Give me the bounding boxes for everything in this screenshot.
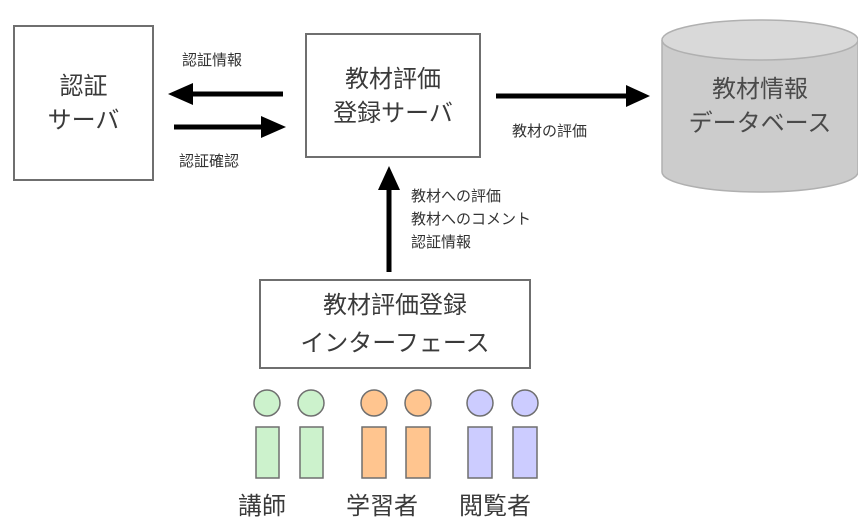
arrow-to-database — [496, 85, 650, 107]
database-top — [661, 19, 858, 61]
arrow-auth-info — [168, 83, 283, 105]
learner-head — [404, 389, 432, 417]
role-label-viewer: 閲覧者 — [459, 492, 531, 520]
arrow-auth-confirm — [174, 116, 286, 138]
eval-server-label-line1: 教材評価 — [345, 64, 441, 93]
auth-server-label-line2: サーバ — [47, 106, 120, 134]
viewer-head — [511, 389, 539, 417]
database-label: 教材情報 データベース — [668, 72, 852, 140]
auth-server-box: 認証 サーバ — [13, 25, 154, 181]
database-label-line2: データベース — [688, 109, 832, 137]
learner-head — [360, 389, 388, 417]
learner-body — [361, 426, 387, 479]
auth-info-label: 認証情報 — [182, 51, 243, 69]
upload-item-eval: 教材への評価 — [411, 187, 502, 205]
database-body — [661, 40, 858, 193]
database-cylinder — [661, 19, 858, 193]
lecturer-figures — [253, 389, 325, 479]
lecturer-head — [253, 389, 281, 417]
eval-server-label-line2: 登録サーバ — [333, 98, 453, 127]
role-label-learner: 学習者 — [346, 492, 418, 520]
upload-items-label: 教材への評価 教材へのコメント 認証情報 — [411, 185, 531, 254]
viewer-head — [466, 389, 494, 417]
material-eval-label: 教材の評価 — [512, 122, 588, 140]
arrow-upload — [378, 166, 400, 272]
lecturer-body — [299, 426, 324, 479]
learner-body — [405, 426, 431, 479]
eval-interface-label-line2: インターフェース — [300, 329, 490, 357]
viewer-body — [512, 426, 538, 479]
auth-confirm-label: 認証確認 — [179, 152, 240, 170]
viewer-body — [467, 426, 493, 479]
upload-item-comment: 教材へのコメント — [411, 210, 532, 228]
learner-figures — [360, 389, 432, 479]
lecturer-body — [255, 426, 280, 479]
eval-interface-box: 教材評価登録 インターフェース — [259, 279, 531, 369]
lecturer-head — [297, 389, 325, 417]
role-label-lecturer: 講師 — [238, 492, 286, 520]
eval-interface-label-line1: 教材評価登録 — [323, 291, 467, 319]
auth-server-label-line1: 認証 — [59, 72, 108, 100]
viewer-figures — [466, 389, 539, 479]
upload-item-auth: 認証情報 — [411, 233, 472, 251]
eval-server-box: 教材評価 登録サーバ — [305, 33, 481, 158]
database-label-line1: 教材情報 — [712, 75, 808, 103]
